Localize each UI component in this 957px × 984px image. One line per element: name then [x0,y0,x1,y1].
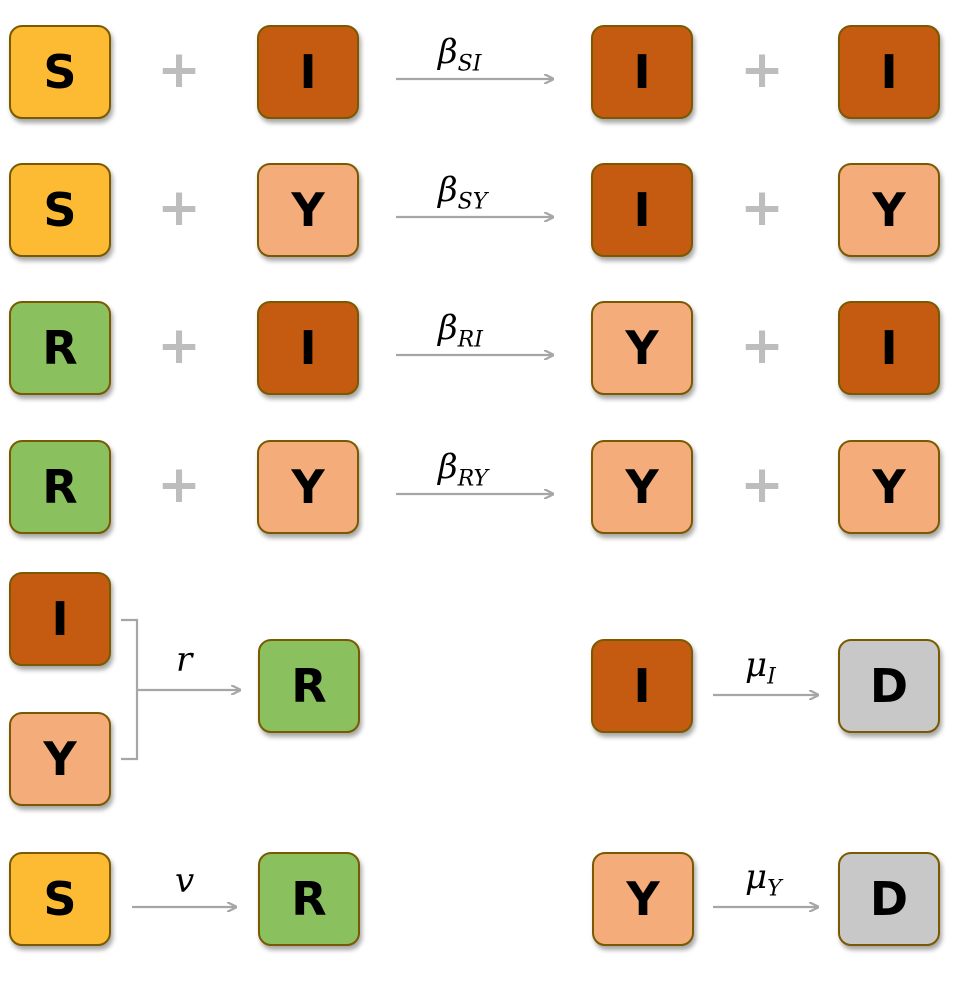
death-2-dead-node: D [838,852,940,946]
reaction-2-rate-label-symbol: β [438,170,458,210]
reaction-1-rate-label-subscript: SI [457,51,482,77]
reaction-1-lhs-susceptible-node: S [9,25,111,119]
vaccination-rate-label-symbol: v [175,861,195,901]
reaction-1-rhs-infected-node: I [591,25,693,119]
reaction-2-rate-label-subscript: SY [457,189,488,215]
reaction-3-rhs-plus: + [740,316,784,376]
vaccination-recovered-node: R [258,852,360,946]
reaction-2-rhs-symptomatic-node: Y [838,163,940,257]
recovery-recovered-node: R [258,639,360,733]
reaction-1-lhs-infected-node: I [257,25,359,119]
death-2-symptomatic-node: Y [592,852,694,946]
recovery-infected-node: I [9,572,111,666]
vaccination-rate-label: v [175,864,194,898]
reaction-1-lhs-plus: + [157,40,201,100]
reaction-4-rate-label-symbol: β [438,447,458,487]
reaction-1-rate-label-symbol: β [438,32,458,72]
reaction-2-lhs-susceptible-node: S [9,163,111,257]
reaction-4-rhs-symptomatic-node: Y [838,440,940,534]
reaction-4-rhs-plus: + [740,455,784,515]
reaction-3-lhs-recovered-node: R [9,301,111,395]
death-1-rate-label: μI [745,645,776,688]
reaction-4-rate-label-subscript: RY [457,466,489,492]
reaction-2-rhs-plus: + [740,178,784,238]
vaccination-susceptible-node: S [9,852,111,946]
reaction-3-rate-label-subscript: RI [457,327,483,353]
reaction-4-lhs-recovered-node: R [9,440,111,534]
reaction-3-lhs-plus: + [157,316,201,376]
reaction-2-rhs-infected-node: I [591,163,693,257]
death-1-infected-node: I [591,639,693,733]
death-2-rate-label: μY [745,857,782,900]
reaction-1-rate-label: βSI [438,32,481,75]
reaction-3-rhs-symptomatic-node: Y [591,301,693,395]
reaction-4-lhs-symptomatic-node: Y [257,440,359,534]
reaction-1-rhs-plus: + [740,40,784,100]
reaction-2-lhs-symptomatic-node: Y [257,163,359,257]
reaction-2-lhs-plus: + [157,178,201,238]
death-2-rate-label-subscript: Y [767,876,782,902]
death-1-dead-node: D [838,639,940,733]
recovery-rate-label-symbol: r [176,640,193,680]
recovery-rate-label: r [176,643,192,677]
reaction-4-rate-label: βRY [438,447,488,490]
reaction-2-rate-label: βSY [438,170,487,213]
reaction-3-rate-label: βRI [438,308,483,351]
reaction-3-lhs-infected-node: I [257,301,359,395]
death-2-rate-label-symbol: μ [745,857,768,897]
reaction-4-lhs-plus: + [157,455,201,515]
death-1-rate-label-symbol: μ [745,645,768,685]
recovery-symptomatic-node: Y [9,712,111,806]
reaction-3-rhs-infected-node: I [838,301,940,395]
reaction-1-rhs-infected-node: I [838,25,940,119]
death-1-rate-label-subscript: I [767,664,776,690]
reaction-3-rate-label-symbol: β [438,308,458,348]
recovery-bracket [121,618,139,761]
reaction-4-rhs-symptomatic-node: Y [591,440,693,534]
